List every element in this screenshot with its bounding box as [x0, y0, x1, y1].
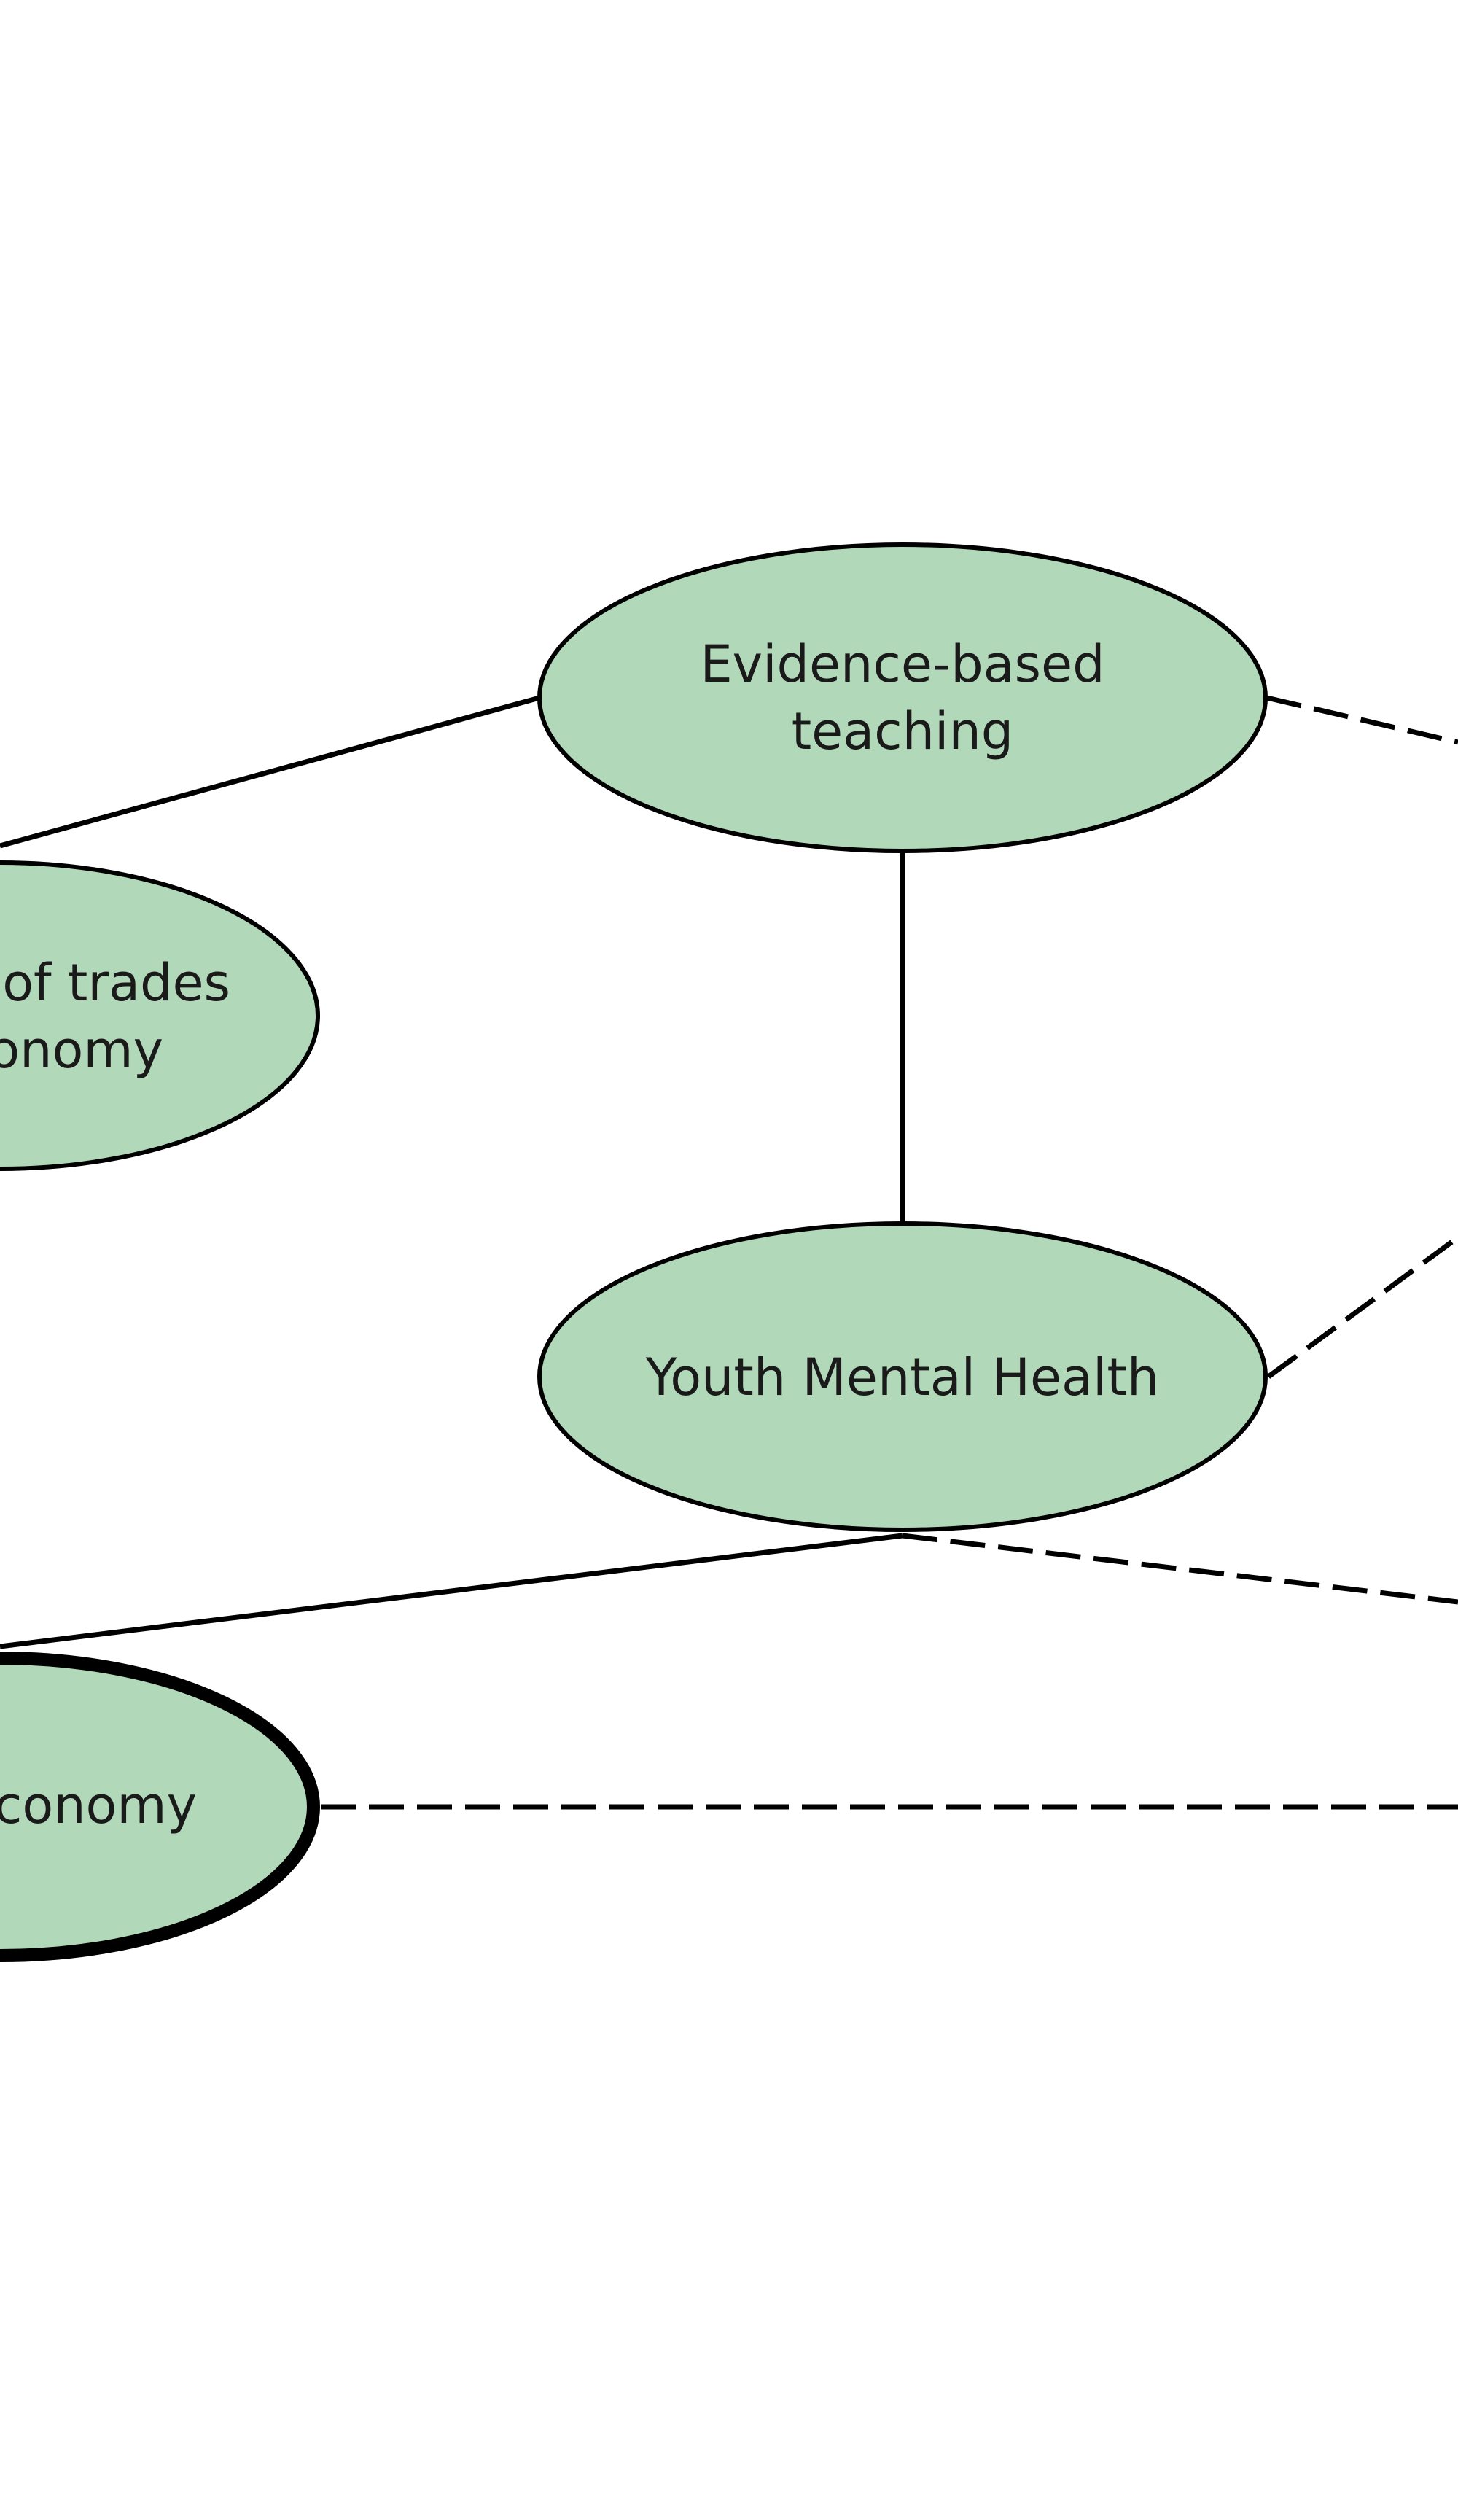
edge-youth-to-economy: [0, 1533, 903, 1649]
node-label-line2: teaching: [792, 701, 1014, 761]
node-economy: conomy: [0, 1652, 320, 1962]
node-label-line1: Evidence-based: [700, 634, 1104, 694]
edge-evidence-to-trades: [0, 695, 540, 849]
edge-evidence-to-offscreen-right: [1266, 695, 1458, 745]
edges: [0, 695, 1458, 1810]
node-label-line1: of trades: [2, 953, 230, 1013]
node-shape: [537, 542, 1268, 853]
node-label: conomy: [0, 1776, 197, 1835]
node-trades-economy: of trades onomy: [0, 860, 320, 1171]
node-evidence-based-teaching: Evidence-based teaching: [537, 542, 1268, 853]
node-label-line2: onomy: [0, 1020, 163, 1080]
node-label: Youth Mental Health: [645, 1348, 1159, 1407]
node-shape: [0, 860, 320, 1171]
node-shape: [0, 1652, 320, 1962]
edge-youth-to-offscreen-right: [1266, 1235, 1458, 1379]
node-shape: [537, 1221, 1268, 1532]
node-youth-mental-health: Youth Mental Health: [537, 1221, 1268, 1532]
edge-youth-to-offscreen-right-lower: [902, 1533, 1458, 1605]
